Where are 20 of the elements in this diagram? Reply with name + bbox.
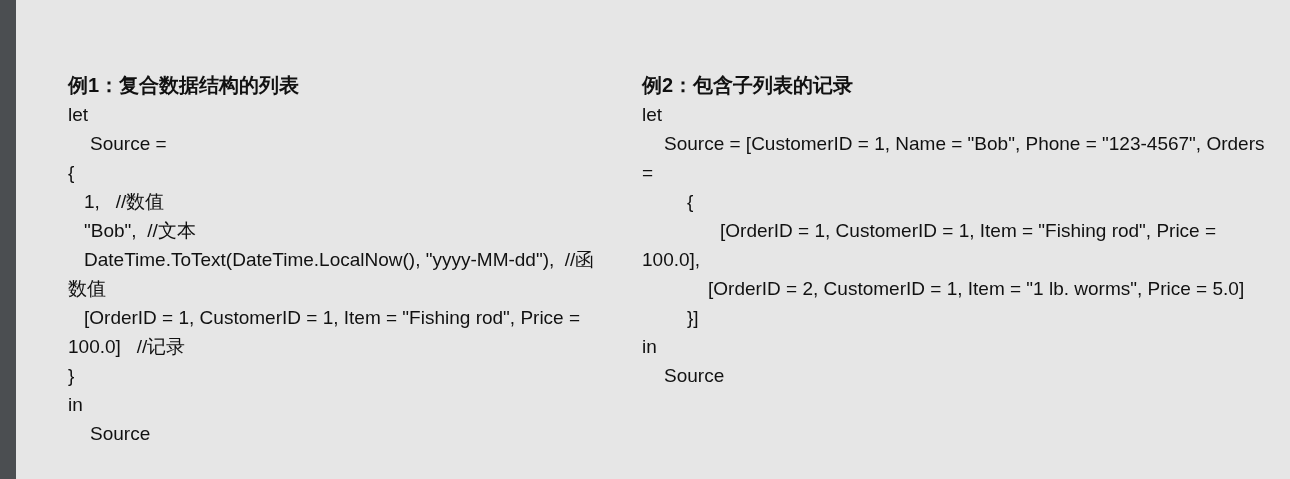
code-line: { bbox=[686, 190, 695, 214]
code-line: Source bbox=[663, 364, 726, 388]
code-line: DateTime.ToText(DateTime.LocalNow(), "yyyy-MM-dd"), //函数值 bbox=[68, 248, 596, 301]
code-line: let bbox=[642, 103, 664, 127]
code-line: } bbox=[68, 364, 76, 388]
code-line: Source bbox=[89, 422, 152, 446]
code-line: [OrderID = 1, CustomerID = 1, Item = "Fishing rod", Price = 100.0], bbox=[642, 219, 1218, 272]
example-heading: 例1：复合数据结构的列表 bbox=[68, 73, 301, 98]
code-line: }] bbox=[686, 306, 700, 330]
code-line: in bbox=[642, 335, 658, 359]
example-heading: 例2：包含子列表的记录 bbox=[642, 73, 855, 98]
code-line: let bbox=[68, 103, 90, 127]
code-line: "Bob", //文本 bbox=[83, 219, 197, 243]
code-line: [OrderID = 2, CustomerID = 1, Item = "1 lb. worms", Price = 5.0] bbox=[707, 277, 1246, 301]
code-line: Source = [CustomerID = 1, Name = "Bob", Phone = "123-4567", Orders = bbox=[642, 132, 1266, 185]
code-line: Source = bbox=[89, 132, 168, 156]
code-line: [OrderID = 1, CustomerID = 1, Item = "Fishing rod", Price = 100.0] //记录 bbox=[68, 306, 582, 359]
code-line: 1, //数值 bbox=[83, 190, 166, 214]
code-line: in bbox=[68, 393, 84, 417]
code-line: { bbox=[68, 161, 76, 185]
